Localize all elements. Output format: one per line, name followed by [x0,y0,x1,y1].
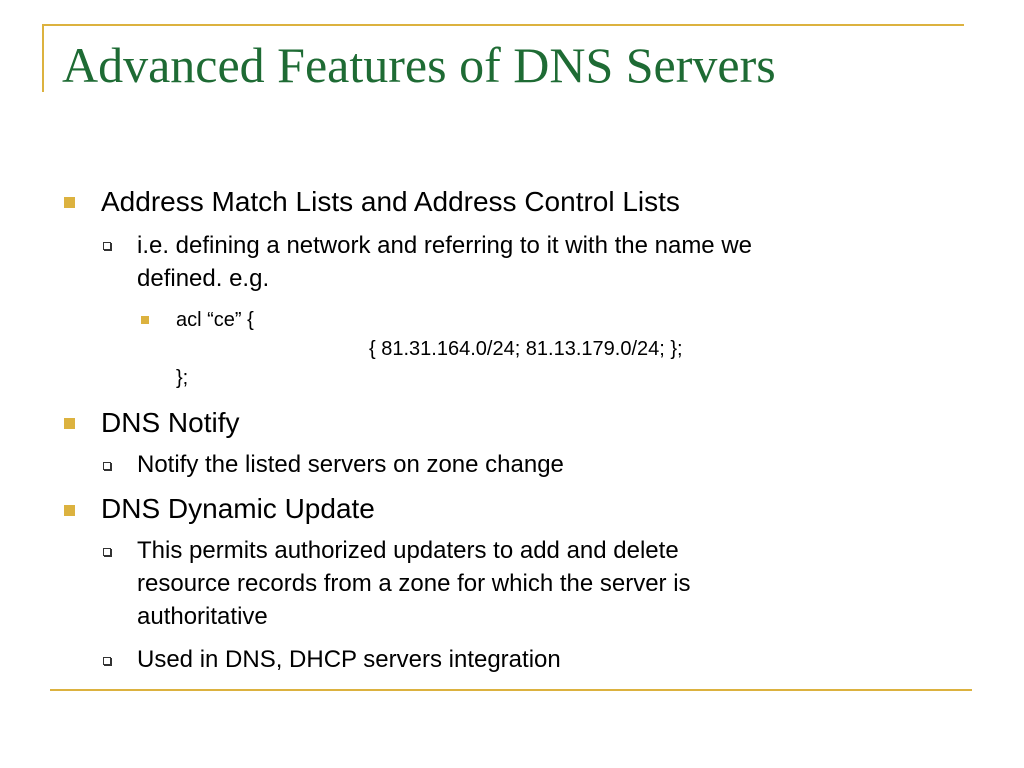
subbullet-defining-network: i.e. defining a network and referring to… [137,229,752,295]
acl-code-line-close: }; [176,367,189,389]
gold-square-bullet-icon [141,316,149,324]
subbullet-line-2: resource records from a zone for which t… [137,570,691,597]
frame-left-rule [42,24,44,92]
acl-code-line-networks: { 81.31.164.0/24; 81.13.179.0/24; }; [369,338,683,360]
hollow-square-bullet-icon [103,657,111,665]
hollow-square-bullet-icon [103,242,111,250]
hollow-square-bullet-icon [103,462,111,470]
bullet-address-match-lists: Address Match Lists and Address Control … [101,186,680,217]
hollow-square-bullet-icon [103,548,111,556]
frame-top-rule [42,24,964,26]
subbullet-line-1: This permits authorized updaters to add … [137,537,679,564]
subbullet-line-1: i.e. defining a network and referring to… [137,232,752,259]
bullet-dns-notify: DNS Notify [101,407,240,438]
gold-square-bullet-icon [64,197,75,208]
subbullet-authorized-updaters: This permits authorized updaters to add … [137,534,691,633]
gold-square-bullet-icon [64,505,75,516]
slide-title: Advanced Features of DNS Servers [62,37,776,93]
bullet-dns-dynamic-update: DNS Dynamic Update [101,493,375,524]
subbullet-line-3: authoritative [137,603,268,630]
frame-bottom-rule [50,689,972,691]
subbullet-notify-servers: Notify the listed servers on zone change [137,451,564,478]
gold-square-bullet-icon [64,418,75,429]
acl-code-line-open: acl “ce” { [176,309,254,331]
subbullet-dhcp-integration: Used in DNS, DHCP servers integration [137,646,561,673]
subbullet-line-2: defined. e.g. [137,265,270,292]
